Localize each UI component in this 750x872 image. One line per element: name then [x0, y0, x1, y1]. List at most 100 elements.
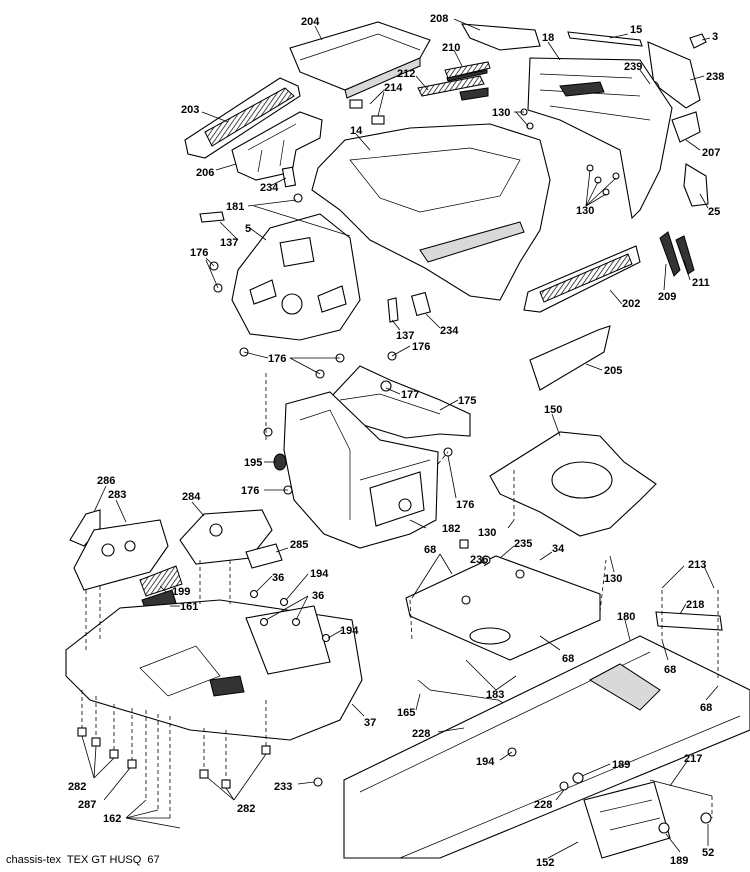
part-282-hardware	[77, 727, 271, 789]
callout-207: 207	[702, 147, 720, 159]
part-203-grille	[184, 77, 301, 159]
part-5-dash	[231, 213, 361, 341]
callout-206: 206	[196, 167, 214, 179]
leader-lines	[81, 18, 719, 859]
callout-68-a: 68	[424, 544, 436, 556]
part-205-panel	[529, 325, 611, 391]
callout-130-a: 130	[492, 107, 510, 119]
callout-labels: 204 208 15 18 3 210 212 214 239 238 203 …	[68, 13, 724, 869]
callout-176-a: 176	[190, 247, 208, 259]
callout-194-c: 194	[476, 756, 495, 768]
callout-189-b: 189	[670, 855, 688, 867]
callout-199: 199	[172, 586, 190, 598]
callout-236: 236	[470, 554, 488, 566]
callout-130-d: 130	[604, 573, 622, 585]
callout-283: 283	[108, 489, 126, 501]
part-202-grille-strip	[523, 245, 641, 313]
callout-36-a: 36	[272, 572, 284, 584]
part-233-bolt	[313, 777, 323, 787]
part-284-fender	[179, 509, 273, 565]
part-234-clip-a	[281, 166, 297, 188]
callout-287: 287	[78, 799, 96, 811]
callout-285: 285	[290, 539, 308, 551]
callout-286: 286	[97, 475, 115, 487]
part-34-seat-plate	[405, 555, 601, 661]
callout-183: 183	[486, 689, 504, 701]
callout-238: 238	[706, 71, 724, 83]
callout-177: 177	[401, 389, 419, 401]
assembly-lines	[81, 370, 719, 818]
callout-194-b: 194	[340, 625, 359, 637]
callout-34: 34	[552, 543, 565, 555]
part-18-bumper	[527, 57, 673, 220]
part-3-knob	[689, 33, 707, 49]
callout-176-d: 176	[241, 485, 259, 497]
part-204-hood-cap	[289, 21, 431, 99]
callout-189-a: 189	[612, 759, 630, 771]
callout-161: 161	[180, 601, 198, 613]
callout-181: 181	[226, 201, 244, 213]
part-199-bracket	[139, 565, 183, 597]
callout-205: 205	[604, 365, 622, 377]
part-210-vent	[444, 61, 491, 82]
callout-18: 18	[542, 32, 554, 44]
callout-165: 165	[397, 707, 415, 719]
part-194-nut	[507, 747, 517, 757]
part-283-fender	[73, 519, 169, 591]
callout-211: 211	[692, 277, 710, 289]
part-137-bracket-a	[199, 211, 225, 223]
callout-130-c: 130	[478, 527, 496, 539]
part-211-trim	[675, 235, 695, 275]
part-207-light	[671, 111, 701, 143]
callout-234-b: 234	[440, 325, 459, 337]
callout-37: 37	[364, 717, 376, 729]
part-238-side-panel	[647, 41, 701, 109]
part-189-bolt-a	[572, 772, 584, 784]
callout-176-e: 176	[456, 499, 474, 511]
callout-68-b: 68	[562, 653, 574, 665]
part-208-decal	[461, 23, 541, 51]
callout-68-d: 68	[700, 702, 712, 714]
callout-214: 214	[384, 82, 403, 94]
part-182-console	[273, 391, 439, 549]
callout-176-b: 176	[268, 353, 286, 365]
part-235-spacer	[459, 539, 469, 549]
part-181-screw	[293, 193, 303, 203]
part-206-bracket	[231, 111, 323, 181]
callout-195: 195	[244, 457, 262, 469]
callout-284: 284	[182, 491, 201, 503]
part-152-plate	[583, 781, 671, 859]
callout-15: 15	[630, 24, 642, 36]
callout-235: 235	[514, 538, 532, 550]
callout-130-b: 130	[576, 205, 594, 217]
callout-180: 180	[617, 611, 635, 623]
part-25-cover	[683, 163, 709, 207]
part-137-bracket-b	[387, 297, 399, 323]
callout-25: 25	[708, 206, 720, 218]
callout-228-a: 228	[412, 728, 430, 740]
callout-36-b: 36	[312, 590, 324, 602]
part-286-cover	[69, 509, 101, 547]
part-209-trim	[659, 231, 681, 277]
part-150-pan	[489, 431, 657, 537]
part-130-screws-top	[520, 108, 620, 196]
part-217-rod	[649, 779, 713, 797]
callout-162: 162	[103, 813, 121, 825]
part-52-washer	[700, 812, 712, 824]
part-15-strip	[567, 31, 643, 47]
callout-3: 3	[712, 31, 718, 43]
callout-228-b: 228	[534, 799, 552, 811]
callout-152: 152	[536, 857, 554, 867]
callout-212: 212	[397, 68, 415, 80]
part-228-nut	[559, 781, 569, 791]
callout-217: 217	[684, 753, 702, 765]
callout-175: 175	[458, 395, 476, 407]
callout-5: 5	[245, 223, 251, 235]
part-37-fender-deck	[65, 599, 363, 741]
part-212-vent	[417, 75, 489, 101]
callout-210: 210	[442, 42, 460, 54]
callout-203: 203	[181, 104, 199, 116]
part-175-support	[329, 365, 471, 439]
callout-209: 209	[658, 291, 676, 303]
